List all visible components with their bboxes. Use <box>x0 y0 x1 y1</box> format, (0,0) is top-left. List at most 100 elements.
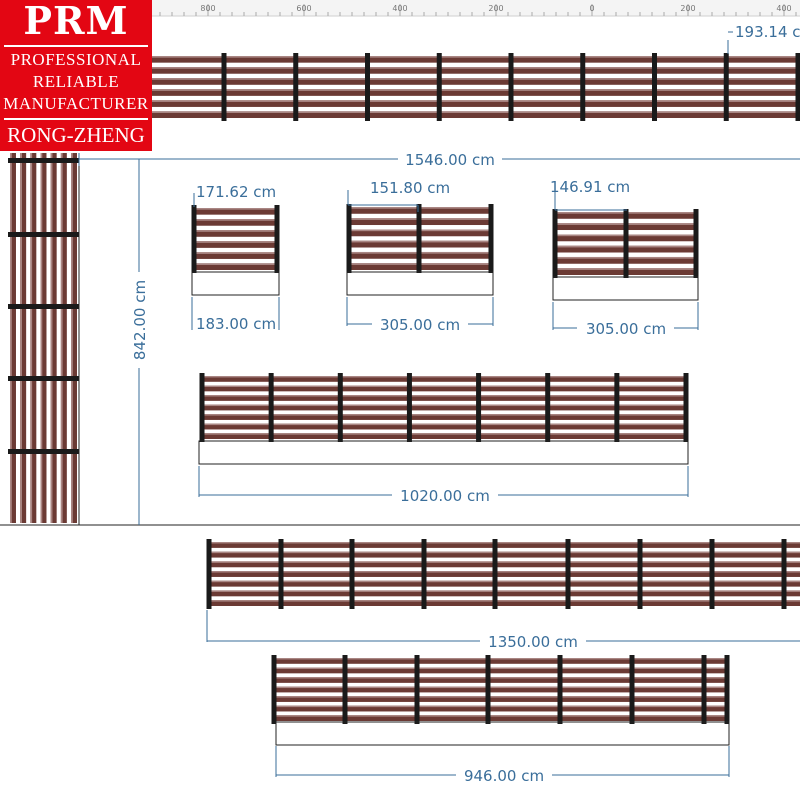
dim-label-fence-1020: 1020.00 cm <box>400 487 490 505</box>
fence-post <box>652 53 657 121</box>
panel-b-base <box>347 272 493 295</box>
fence-panel-c <box>553 209 699 278</box>
slat-highlight <box>274 687 727 688</box>
fence-post <box>558 655 563 724</box>
logo-tagline-2: RELIABLE <box>0 72 152 92</box>
dim-label-panel-a-bottom: 183.00 cm <box>196 315 276 333</box>
slat-highlight <box>41 153 43 523</box>
fence-post <box>8 232 79 237</box>
fence-1020-base <box>199 441 688 464</box>
fence-post <box>8 158 79 163</box>
fence-post <box>275 205 280 273</box>
slat-highlight <box>10 153 12 523</box>
fence-post <box>580 53 585 121</box>
panel-c-base <box>553 277 698 300</box>
dim-label-overall-height: 842.00 cm <box>131 280 149 360</box>
fence-post <box>796 53 800 121</box>
dim-label-panel-b-bottom: 305.00 cm <box>380 316 460 334</box>
slat-highlight <box>61 153 63 523</box>
ruler-label: 0 <box>589 4 594 13</box>
fence-post <box>725 655 730 724</box>
fence-946-base <box>276 722 729 745</box>
dim-label-panel-a-top: 171.62 cm <box>196 183 276 201</box>
fence-post <box>8 449 79 454</box>
slat-highlight <box>152 67 800 69</box>
fence-post <box>782 539 787 609</box>
fence-946 <box>272 655 730 724</box>
slat-highlight <box>51 153 53 523</box>
fence-post <box>207 539 212 609</box>
fence-post <box>509 53 514 121</box>
slat-highlight <box>71 153 73 523</box>
slat-highlight <box>194 252 277 254</box>
logo-company-name: RONG-ZHENG <box>0 122 152 148</box>
fence-panel-b <box>347 204 494 273</box>
slat-highlight <box>274 706 727 707</box>
slat-highlight <box>152 56 800 58</box>
fence-post <box>624 209 629 278</box>
prm-logo: PRM PROFESSIONAL RELIABLE MANUFACTURER R… <box>0 0 152 151</box>
fence-post <box>489 204 494 273</box>
logo-tagline-3: MANUFACTURER <box>0 94 152 114</box>
slat-highlight <box>201 433 686 434</box>
fence-post <box>8 304 79 309</box>
ruler-label: 200 <box>680 4 695 13</box>
fence-post <box>200 373 205 442</box>
fence-post <box>702 655 707 724</box>
fence-post <box>630 655 635 724</box>
slat-highlight <box>201 395 686 396</box>
fence-post <box>493 539 498 609</box>
logo-brand: PRM <box>0 0 152 42</box>
fence-post <box>437 53 442 121</box>
fence-post <box>279 539 284 609</box>
dim-label-panel-c-bottom: 305.00 cm <box>586 320 666 338</box>
slat-highlight <box>274 677 727 678</box>
slat-highlight <box>152 89 800 91</box>
top-ruler: 800 600 400 200 0 200 400 <box>152 0 800 16</box>
fence-post <box>407 373 412 442</box>
ruler-label: 600 <box>296 4 311 13</box>
ruler-label: 400 <box>392 4 407 13</box>
fence-post <box>422 539 427 609</box>
slat-highlight <box>201 376 686 377</box>
ruler-label: 200 <box>488 4 503 13</box>
fence-post <box>365 53 370 121</box>
fence-post <box>545 373 550 442</box>
slat-highlight <box>152 100 800 102</box>
dim-label-panel-c-top: 146.91 cm <box>550 178 630 196</box>
fence-post <box>343 655 348 724</box>
fence-post <box>553 209 558 278</box>
fence-post <box>417 204 422 273</box>
logo-divider <box>4 45 148 47</box>
slat-highlight <box>274 658 727 659</box>
fence-post <box>486 655 491 724</box>
logo-divider <box>4 118 148 120</box>
fence-top-strip <box>152 53 800 121</box>
logo-tagline-1: PROFESSIONAL <box>0 50 152 70</box>
dim-label-top-strip: 193.14 c <box>735 23 800 41</box>
slat-highlight <box>194 241 277 243</box>
fence-post <box>684 373 689 442</box>
dim-label-fence-946: 946.00 cm <box>464 767 544 785</box>
slat-highlight <box>201 424 686 425</box>
slat-highlight <box>274 668 727 669</box>
dimension-lines <box>79 32 800 777</box>
slat-highlight <box>194 208 277 210</box>
dim-label-overall-width: 1546.00 cm <box>405 151 495 169</box>
slat-highlight <box>201 405 686 406</box>
fence-post <box>638 539 643 609</box>
ruler-label: 400 <box>776 4 791 13</box>
fence-post <box>293 53 298 121</box>
fence-post <box>724 53 729 121</box>
fence-post <box>272 655 277 724</box>
slat-highlight <box>152 111 800 113</box>
ruler-label: 800 <box>200 4 215 13</box>
ruler-background <box>152 0 800 16</box>
fence-1020 <box>200 373 689 442</box>
dim-label-panel-b-top: 151.80 cm <box>370 179 450 197</box>
fence-post <box>8 376 79 381</box>
dim-label-fence-1350: 1350.00 cm <box>488 633 578 651</box>
slat-highlight <box>194 230 277 232</box>
fence-post <box>694 209 699 278</box>
